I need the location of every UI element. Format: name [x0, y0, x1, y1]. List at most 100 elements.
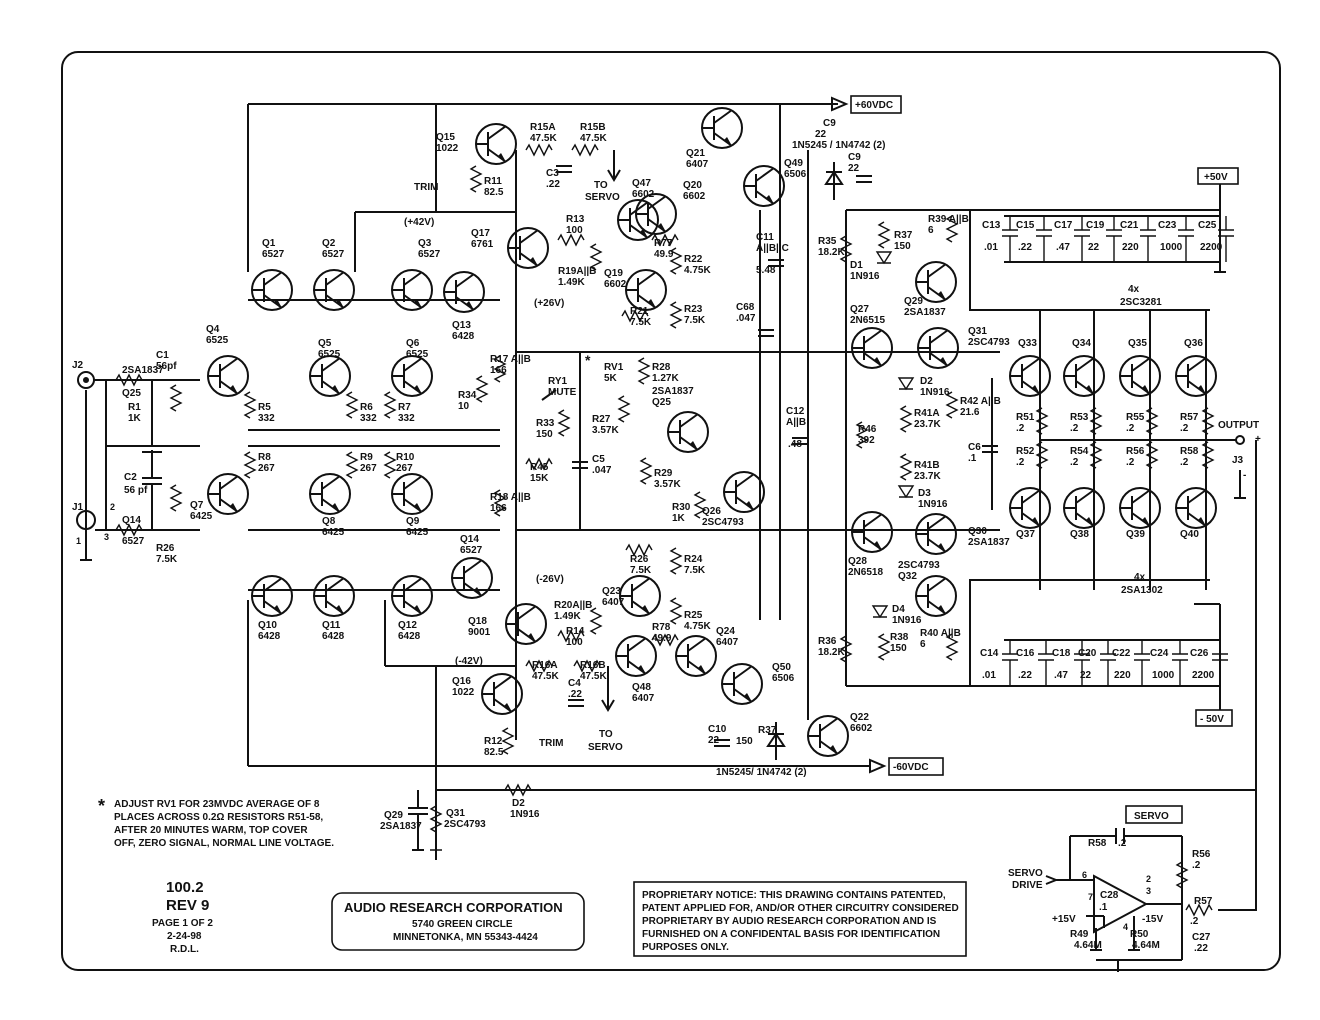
r41a-name: R41A: [914, 408, 940, 419]
r78-name: R78: [652, 622, 671, 633]
drawing-date: 2-24-98: [167, 931, 202, 942]
zd2-value: 150: [736, 736, 753, 747]
rv1-value: 5K: [604, 373, 618, 384]
r12-value: 82.5: [484, 747, 504, 758]
top-c21-value: 220: [1122, 242, 1139, 253]
rv1-star: *: [585, 352, 591, 368]
r47-name: Q31: [446, 808, 465, 819]
r54-name: R54: [1070, 446, 1089, 457]
c10-value: 22: [708, 735, 720, 746]
u1-pin3: 3: [1146, 886, 1151, 896]
c28-value: 4.64M: [1074, 940, 1102, 951]
q16-value: 1022: [452, 687, 475, 698]
q15-value: 1022: [436, 143, 459, 154]
note-line-4: OFF, ZERO SIGNAL, NORMAL LINE VOLTAGE.: [114, 838, 334, 849]
ry1-value: MUTE: [548, 387, 577, 398]
r6-name: R6: [360, 402, 373, 413]
r34-name: R34: [458, 390, 477, 401]
bot-c24-name: C24: [1150, 648, 1169, 659]
q11-value: 6428: [322, 631, 345, 642]
q18-value: 9001: [468, 627, 491, 638]
r42-name: R42 A||B: [960, 396, 1001, 407]
decoupling-cap: [1074, 640, 1090, 686]
servo-section: SERVO C28 .1 R58 .2 R56 .2 R57 .2 SERVO …: [1008, 440, 1257, 972]
out-top-count: 4x: [1128, 284, 1140, 295]
q25-name: 2SA1837: [652, 386, 694, 397]
r29-value: 3.57K: [654, 479, 681, 490]
note-line-2: PLACES ACROSS 0.2Ω RESISTORS R51-58,: [114, 812, 323, 823]
q25-value: Q25: [652, 397, 671, 408]
r8-name: R8: [258, 452, 271, 463]
decoupling-cap: [1172, 640, 1188, 686]
d3-name: D3: [918, 488, 931, 499]
q32-name: 2SC4793: [898, 560, 940, 571]
r40-value: 6: [920, 639, 926, 650]
r52-value: .2: [1016, 457, 1025, 468]
decoupling-cap: [1038, 640, 1054, 686]
c11-name: C11: [756, 232, 774, 243]
bot-c26-value: 2200: [1192, 670, 1215, 681]
r10-name: R10: [396, 452, 415, 463]
r38-value: 150: [890, 643, 907, 654]
d4-name: D4: [892, 604, 905, 615]
top-c15-value: .22: [1018, 242, 1032, 253]
q20-name: Q20: [683, 180, 702, 191]
r46-name: R46: [858, 424, 877, 435]
c68-name: C68: [736, 302, 755, 313]
top-c23-name: C23: [1158, 220, 1177, 231]
negative-60v-rail: -60VDC: [247, 600, 944, 776]
c4-value: .22: [568, 689, 582, 700]
q21-value: 6407: [686, 159, 709, 170]
drawing-border: [61, 51, 1281, 971]
q36-symbol: [1175, 355, 1217, 397]
capacitor-glyph: [714, 739, 730, 747]
neg42-label: (-42V): [455, 656, 483, 667]
decoupling-cap: [1218, 216, 1234, 262]
c2-name: C2: [124, 472, 137, 483]
r56-name: R56: [1126, 446, 1145, 457]
r55-resistor: R55.2: [1126, 407, 1159, 435]
q7-value: 6425: [190, 511, 213, 522]
notice-line-2: PATENT APPLIED FOR, AND/OR OTHER CIRCUIT…: [642, 903, 959, 914]
r42-value: 21.6: [960, 407, 980, 418]
c12-name: C12: [786, 406, 805, 417]
plus15-label: +15V: [1052, 914, 1076, 925]
q3-name: Q3: [418, 238, 432, 249]
r34-value: 10: [458, 401, 470, 412]
note-line-3: AFTER 20 MINUTES WARM, TOP COVER: [114, 825, 308, 836]
decoupling-cap: [1212, 640, 1228, 686]
r14-value: 100: [566, 637, 583, 648]
r16b-name: R16B: [580, 660, 606, 671]
r22-value: 4.75K: [684, 265, 711, 276]
out-bot-part: 2SA1302: [1121, 585, 1163, 596]
c5-name: C5: [592, 454, 605, 465]
zd1-part: 1N5245 / 1N4742 (2): [792, 140, 885, 151]
top-c25-name: C25: [1198, 220, 1217, 231]
c3-value: .22: [546, 179, 560, 190]
q1-value: 6527: [262, 249, 285, 260]
capacitor-glyph: [572, 461, 588, 469]
q17-name: Q17: [471, 228, 490, 239]
r1-name: 2SA1837: [122, 365, 164, 376]
r39-value: 6: [928, 225, 934, 236]
minus15-label: -15V: [1142, 914, 1163, 925]
c6-name: C6: [968, 442, 981, 453]
r3-name: C1: [156, 350, 169, 361]
